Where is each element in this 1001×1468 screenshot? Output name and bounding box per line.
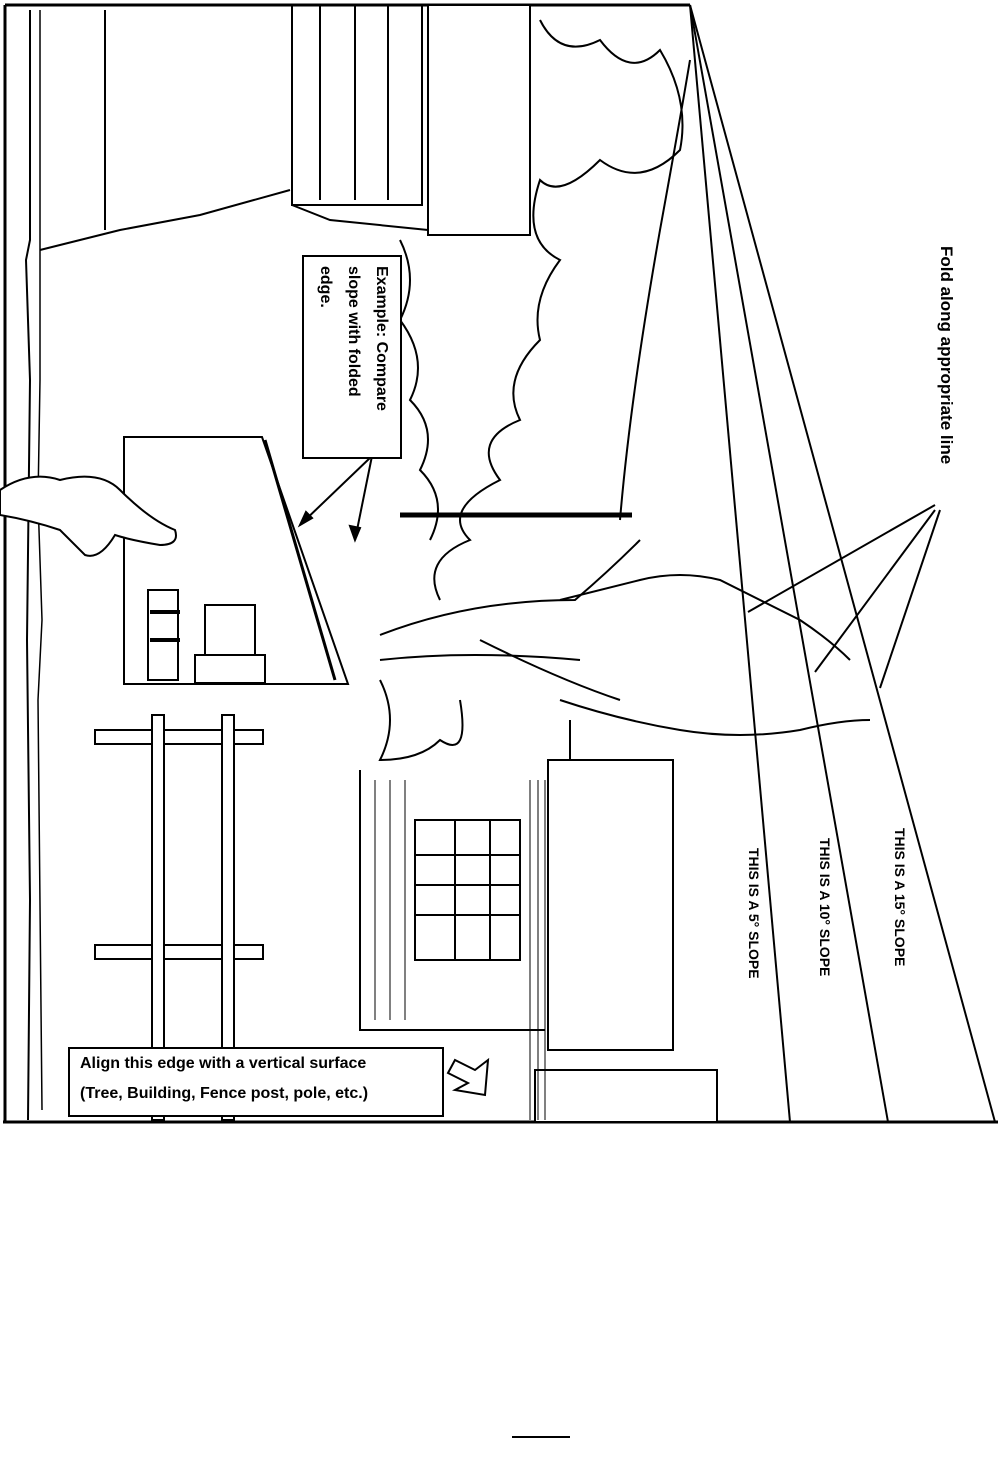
example-callout-line2: slope with folded <box>344 266 362 397</box>
fold-pointers <box>748 505 940 688</box>
slope-line-10 <box>690 5 888 1122</box>
align-arrow <box>448 1060 488 1095</box>
inset-example <box>0 437 348 684</box>
slope-label-15: THIS IS A 15° SLOPE <box>892 828 908 966</box>
slope-label-5: THIS IS A 5° SLOPE <box>746 848 762 979</box>
building-upper <box>40 5 530 250</box>
example-callout-line1: Example: Compare <box>372 266 390 411</box>
align-callout-line1: Align this edge with a vertical surface <box>80 1055 366 1073</box>
slope-line-5 <box>690 5 790 1122</box>
slope-label-10: THIS IS A 10° SLOPE <box>817 838 833 976</box>
slope-line-15 <box>690 5 995 1122</box>
slope-lines <box>690 5 995 1122</box>
ground-line <box>26 10 42 1120</box>
fold-instruction: Fold along appropriate line <box>936 246 956 464</box>
example-callout-line3: edge. <box>316 266 334 308</box>
align-callout-line2: (Tree, Building, Fence post, pole, etc.) <box>80 1085 368 1103</box>
example-arrows <box>300 456 372 540</box>
